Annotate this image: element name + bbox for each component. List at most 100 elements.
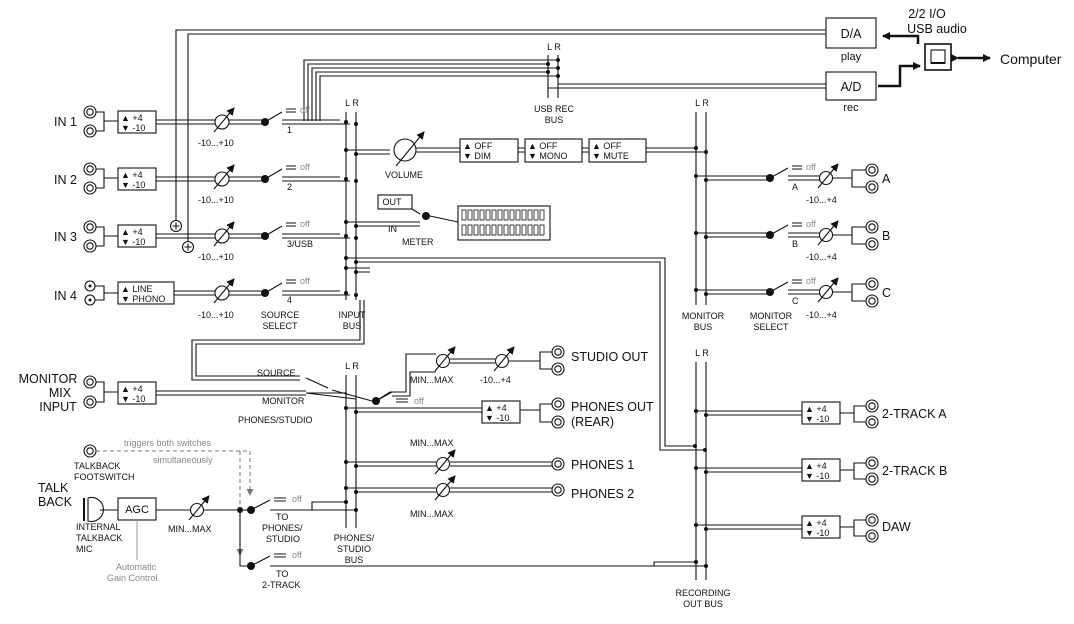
monitor-out-b: off B -10...+4 B bbox=[694, 219, 890, 262]
meter-segment bbox=[497, 209, 503, 221]
svg-text:3/USB: 3/USB bbox=[287, 239, 313, 249]
meter-segment bbox=[491, 209, 497, 221]
svg-text:TO: TO bbox=[276, 569, 288, 579]
svg-text:4: 4 bbox=[287, 295, 292, 305]
svg-text:L R: L R bbox=[345, 361, 359, 371]
svg-text:RECORDING: RECORDING bbox=[675, 588, 730, 598]
dim-switch bbox=[459, 138, 519, 163]
svg-text:STUDIO: STUDIO bbox=[337, 544, 371, 554]
svg-text:MIC: MIC bbox=[76, 544, 93, 554]
input-label: IN 1 bbox=[54, 115, 77, 129]
monitor-bus-line2: BUS bbox=[694, 322, 713, 332]
svg-text:2-TRACK: 2-TRACK bbox=[262, 580, 301, 590]
svg-text:off: off bbox=[300, 105, 310, 115]
studio-out: MIN...MAX -10...+4 STUDIO OUT bbox=[410, 345, 648, 385]
meter-segment bbox=[509, 209, 515, 221]
rec-out-2track-a: ▲ +4 ▼ -10 2-TRACK A bbox=[694, 399, 947, 429]
input-bus-lr: L R bbox=[345, 98, 359, 108]
source-select-line1: SOURCE bbox=[261, 310, 300, 320]
monitor-select-line1: MONITOR bbox=[750, 311, 793, 321]
svg-text:▼ -10: ▼ -10 bbox=[805, 471, 829, 481]
svg-text:▲ +4: ▲ +4 bbox=[805, 461, 827, 471]
meter-segment bbox=[491, 224, 497, 236]
svg-text:BUS: BUS bbox=[345, 555, 364, 565]
svg-text:PHONES/STUDIO: PHONES/STUDIO bbox=[238, 415, 313, 425]
svg-text:-10...+10: -10...+10 bbox=[198, 252, 234, 262]
meter-segment bbox=[461, 209, 467, 221]
svg-text:TALK: TALK bbox=[38, 481, 69, 495]
meter-segment bbox=[503, 209, 509, 221]
rec-label: rec bbox=[843, 102, 859, 114]
svg-text:MONITOR: MONITOR bbox=[262, 396, 305, 406]
meter-segment bbox=[539, 209, 545, 221]
meter-segment bbox=[509, 224, 515, 236]
svg-text:Gain Control: Gain Control bbox=[107, 573, 158, 583]
meter-in-label: IN bbox=[388, 224, 397, 234]
monitor-out-c: off C -10...+4 C bbox=[694, 276, 891, 320]
svg-text:triggers both switches: triggers both switches bbox=[124, 438, 212, 448]
input-channel-4: IN 4 ▲ LINE ▼ PHONO -10...+10 off 4 bbox=[54, 276, 350, 320]
svg-text:-10...+10: -10...+10 bbox=[198, 195, 234, 205]
svg-text:▼ -10: ▼ -10 bbox=[121, 180, 145, 190]
svg-text:MIN...MAX: MIN...MAX bbox=[168, 524, 212, 534]
input-label: IN 2 bbox=[54, 173, 77, 187]
svg-text:-10...+4: -10...+4 bbox=[806, 195, 837, 205]
svg-text:▼ -10: ▼ -10 bbox=[485, 413, 509, 423]
phones-1: MIN...MAX PHONES 1 bbox=[344, 438, 634, 475]
input-bus-line1: INPUT bbox=[339, 310, 367, 320]
monitor-select-line2: SELECT bbox=[753, 322, 789, 332]
phones2-label: PHONES 2 bbox=[571, 487, 634, 501]
svg-text:TALKBACK: TALKBACK bbox=[76, 533, 122, 543]
meter-label: METER bbox=[402, 237, 434, 247]
meter-segment bbox=[527, 224, 533, 236]
input-label: IN 3 bbox=[54, 230, 77, 244]
svg-text:INTERNAL: INTERNAL bbox=[76, 522, 121, 532]
svg-text:▼ DIM: ▼ DIM bbox=[463, 151, 491, 161]
svg-text:PHONES/: PHONES/ bbox=[334, 533, 375, 543]
meter-segment bbox=[467, 224, 473, 236]
meter-section: OUT IN METER bbox=[377, 194, 551, 247]
phones1-label: PHONES 1 bbox=[571, 458, 634, 472]
rec-out-2track-b: ▲ +4 ▼ -10 2-TRACK B bbox=[694, 456, 947, 486]
svg-text:OUT BUS: OUT BUS bbox=[683, 599, 723, 609]
trim-switch bbox=[117, 224, 157, 248]
meter-segment bbox=[485, 224, 491, 236]
svg-text:1: 1 bbox=[287, 125, 292, 135]
svg-text:MONITOR: MONITOR bbox=[19, 372, 78, 386]
svg-text:MIN...MAX: MIN...MAX bbox=[410, 438, 454, 448]
svg-text:▲ +4: ▲ +4 bbox=[121, 384, 143, 394]
meter-segment bbox=[539, 224, 545, 236]
trim-switch bbox=[117, 110, 157, 134]
meter-segment bbox=[515, 209, 521, 221]
svg-text:▼ -10: ▼ -10 bbox=[121, 394, 145, 404]
input-channel-2: IN 2 ▲ +4 ▼ -10 -10...+10 off 2 bbox=[54, 162, 350, 205]
computer-label: Computer bbox=[1000, 51, 1062, 67]
svg-text:▲ +4: ▲ +4 bbox=[805, 404, 827, 414]
monitor-mix-input: MONITOR MIX INPUT ▲ +4 ▼ -10 bbox=[19, 372, 306, 414]
talkback-section: TALK BACK TALKBACK FOOTSWITCH triggers b… bbox=[38, 438, 708, 590]
meter-out-label: OUT bbox=[383, 197, 403, 207]
svg-text:off: off bbox=[300, 219, 310, 229]
input-channels: IN 1 ▲ +4 ▼ -10 -10...+10 off 1 IN 2 bbox=[54, 105, 350, 331]
studio-out-label: STUDIO OUT bbox=[571, 350, 648, 364]
phones-2: MIN...MAX PHONES 2 bbox=[344, 475, 634, 519]
svg-text:INPUT: INPUT bbox=[39, 400, 77, 414]
svg-text:-10...+10: -10...+10 bbox=[198, 310, 234, 320]
trim-switch bbox=[117, 381, 157, 405]
svg-text:off: off bbox=[414, 396, 424, 406]
input-bus-line2: BUS bbox=[343, 321, 362, 331]
trim-switch bbox=[481, 400, 521, 424]
svg-text:▲ +4: ▲ +4 bbox=[805, 518, 827, 528]
meter-segment bbox=[485, 209, 491, 221]
svg-text:▲ +4: ▲ +4 bbox=[121, 170, 143, 180]
svg-text:B: B bbox=[792, 239, 798, 249]
meter-segment bbox=[467, 209, 473, 221]
svg-text:▼ -10: ▼ -10 bbox=[805, 414, 829, 424]
svg-text:simultaneously: simultaneously bbox=[153, 455, 213, 465]
meter-switch-pivot bbox=[422, 212, 430, 220]
play-label: play bbox=[841, 51, 862, 63]
svg-text:2: 2 bbox=[287, 182, 292, 192]
svg-text:MIX: MIX bbox=[49, 386, 72, 400]
monitor-out-a: off A -10...+4 A bbox=[694, 162, 891, 205]
svg-text:off: off bbox=[806, 276, 816, 286]
